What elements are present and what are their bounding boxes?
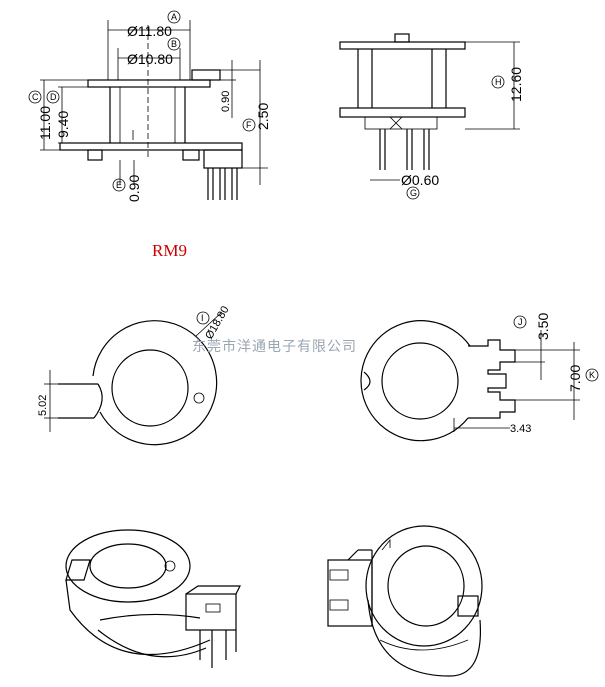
tag-f: F — [246, 120, 252, 130]
dim-d-text: 9.40 — [55, 111, 71, 138]
dim-side-text: 5.02 — [37, 395, 49, 416]
watermark-text: 东莞市洋通电子有限公司 — [192, 338, 357, 355]
dim-j-text: 3.50 — [535, 313, 551, 340]
dim-h-text: 12.60 — [508, 67, 524, 102]
tag-c: C — [32, 92, 39, 102]
tag-e: E — [116, 180, 122, 190]
tag-j: J — [518, 317, 523, 327]
dim-k-text: 7.00 — [567, 365, 583, 392]
isometric-view-left — [65, 529, 241, 668]
dim-b-text: Ø10.80 — [127, 51, 173, 67]
dim-c-text: 11.00 — [37, 106, 53, 140]
side-view: H 12.60 Ø0.60 G — [339, 33, 524, 200]
tag-a: A — [171, 12, 177, 22]
dim-e-text: 0.90 — [126, 175, 142, 202]
dim-f-text: 2.50 — [255, 103, 271, 130]
dim-f-small-text: 0.90 — [220, 91, 232, 112]
top-view-left: 5.02 I Ø18.80 — [37, 304, 232, 446]
dim-offset-text: 3.43 — [510, 423, 531, 435]
tag-g: G — [410, 188, 417, 198]
dim-g-text: Ø0.60 — [401, 172, 439, 188]
front-view: Ø11.80 Ø10.80 A B C D 11.00 9.40 E 0.90 … — [28, 10, 271, 202]
tag-k: K — [589, 370, 595, 380]
dim-a-text: Ø11.80 — [127, 23, 172, 39]
tag-b: B — [171, 39, 177, 49]
dim-i-text: Ø18.80 — [203, 304, 231, 341]
isometric-view-right — [327, 525, 483, 677]
tag-d: D — [50, 92, 57, 102]
top-view-right: J 3.50 K 7.00 3.43 — [360, 313, 599, 442]
tag-h: H — [495, 77, 502, 87]
tag-i: I — [201, 313, 204, 323]
drawing-title: RM9 — [152, 241, 187, 260]
